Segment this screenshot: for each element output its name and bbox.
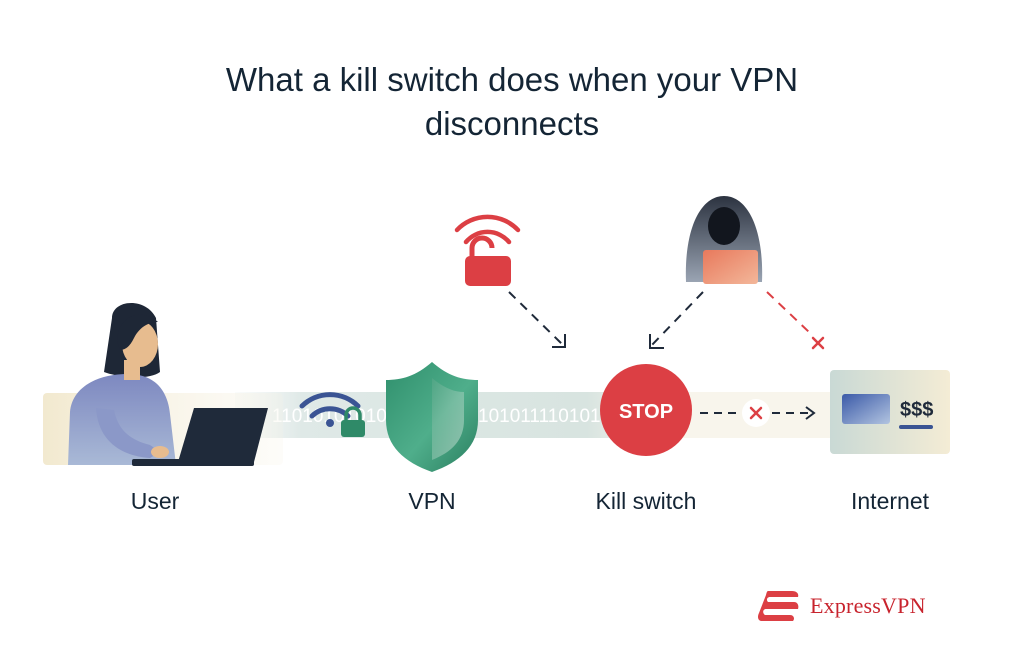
label-internet: Internet [851, 488, 929, 514]
title-line-1: What a kill switch does when your VPN [225, 61, 799, 98]
user-hair-front [117, 314, 158, 350]
internet-card: $$$ [830, 370, 950, 454]
user-shirt [68, 374, 176, 465]
blocked-x-icon [749, 406, 763, 420]
arrow-padlock-to-killswitch [508, 291, 566, 348]
stop-text: STOP [619, 401, 673, 423]
user-hand [151, 446, 169, 458]
user-arm [96, 408, 160, 458]
brand-logo: ExpressVPN [758, 588, 926, 624]
card-amount: $$$ [900, 399, 933, 421]
label-vpn: VPN [408, 488, 456, 514]
card-underline [899, 425, 933, 429]
hooded-hacker-icon [685, 196, 763, 284]
binary-stream-2: 10101111010101 [478, 406, 622, 427]
arrow-hacker-to-killswitch [649, 291, 704, 349]
expressvpn-logo-icon [758, 591, 799, 621]
unlocked-padlock-wifi-icon [454, 214, 521, 286]
wifi-lock-icon [341, 406, 365, 437]
kill-switch-stop-sign: STOP [600, 364, 692, 456]
card-chip [842, 394, 890, 424]
user-illustration [43, 302, 283, 466]
brand-name: ExpressVPN [810, 593, 926, 618]
label-kill-switch: Kill switch [595, 488, 697, 514]
label-user: User [130, 488, 180, 514]
title-line-2: disconnects [424, 105, 600, 142]
blocked-hacker-to-internet [766, 291, 825, 350]
laptop-screen [178, 408, 268, 462]
vpn-shield-icon [386, 362, 478, 472]
binary-stream-1: 1101010101010 [272, 406, 408, 427]
diagram-title: What a kill switch does when your VPN di… [0, 58, 1024, 146]
blocked-killswitch-to-internet [700, 399, 816, 427]
laptop-base [132, 459, 254, 466]
blocked-x-icon [811, 336, 825, 350]
